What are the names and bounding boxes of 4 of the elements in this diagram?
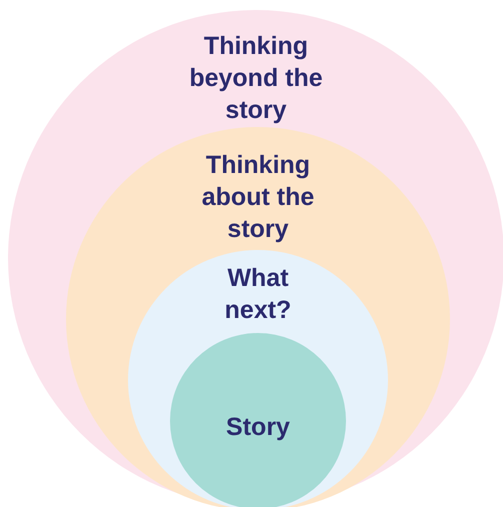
- circle-label: Thinking about the story: [200, 150, 316, 245]
- circle-label: What next?: [224, 263, 292, 326]
- circle-label: Thinking beyond the story: [188, 31, 324, 126]
- circle-label: Story: [225, 412, 291, 443]
